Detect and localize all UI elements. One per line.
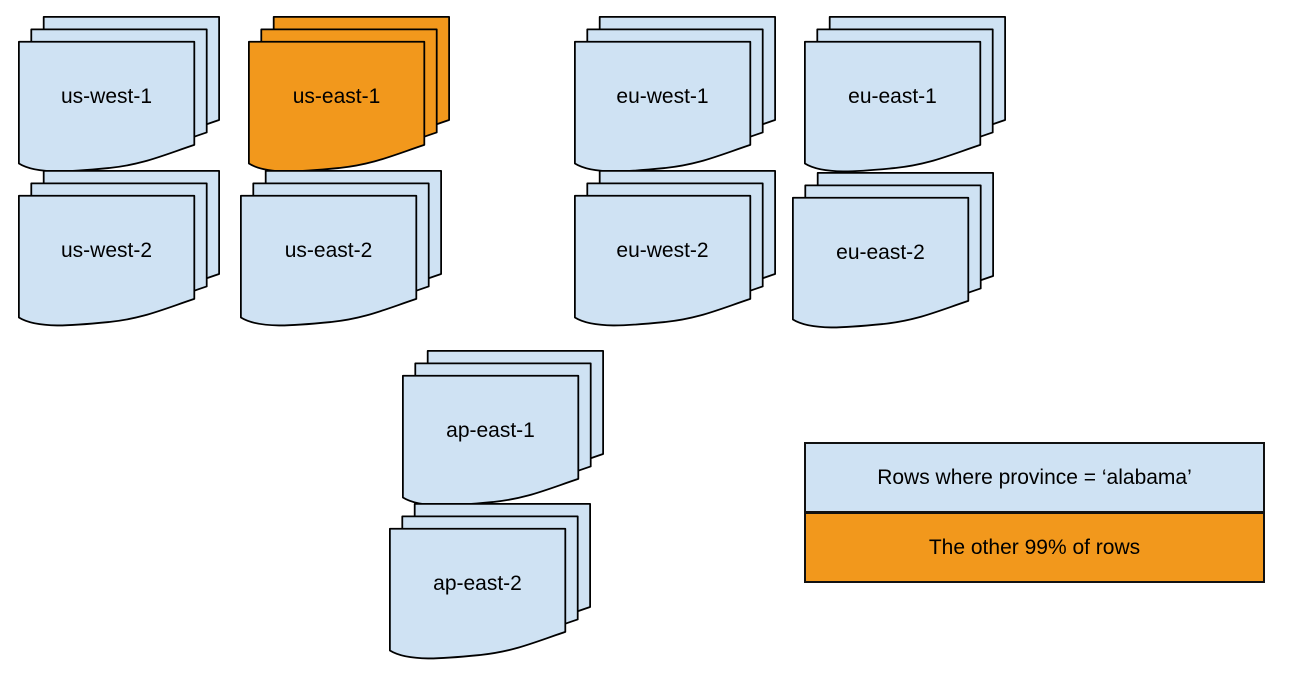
document-stack-icon <box>247 16 451 173</box>
document-stack-icon <box>388 502 592 660</box>
region-stack-us-west-1: us-west-1 <box>17 16 221 173</box>
region-stack-us-east-1: us-east-1 <box>247 16 451 173</box>
legend-item-label: The other 99% of rows <box>928 535 1141 559</box>
document-stack-icon <box>17 16 221 173</box>
legend-item-label: Rows where province = ‘alabama’ <box>877 465 1192 489</box>
region-stack-eu-west-1: eu-west-1 <box>573 16 777 173</box>
region-stack-us-west-2: us-west-2 <box>17 169 221 327</box>
document-stack-icon <box>791 171 995 329</box>
legend-item-alabama-rows: Rows where province = ‘alabama’ <box>806 444 1263 514</box>
region-stack-ap-east-1: ap-east-1 <box>401 349 605 507</box>
document-stack-icon <box>17 169 221 327</box>
document-stack-icon <box>573 169 777 327</box>
document-stack-icon <box>239 169 443 327</box>
document-stack-icon <box>401 349 605 507</box>
region-stack-eu-east-2: eu-east-2 <box>791 171 995 329</box>
legend-item-other-rows: The other 99% of rows <box>806 514 1263 581</box>
region-stack-us-east-2: us-east-2 <box>239 169 443 327</box>
region-stack-eu-west-2: eu-west-2 <box>573 169 777 327</box>
region-stack-eu-east-1: eu-east-1 <box>803 16 1007 173</box>
document-stack-icon <box>573 16 777 173</box>
document-stack-icon <box>803 16 1007 173</box>
legend: Rows where province = ‘alabama’ The othe… <box>804 442 1265 583</box>
region-stack-ap-east-2: ap-east-2 <box>388 502 592 660</box>
